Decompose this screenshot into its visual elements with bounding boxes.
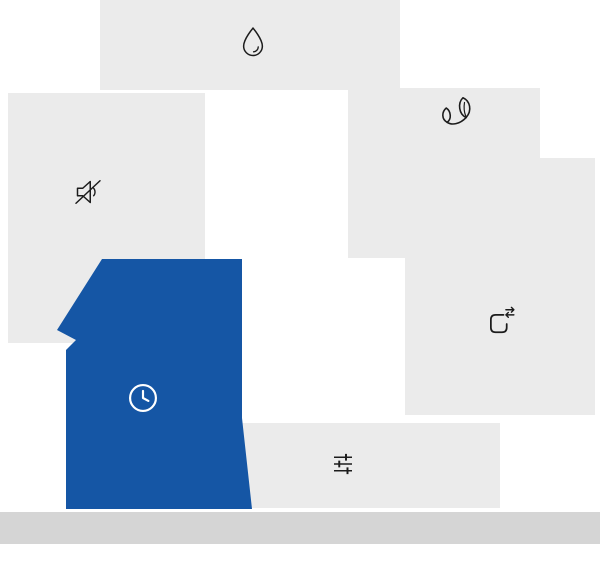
clock-icon <box>123 378 163 418</box>
tile-hose[interactable] <box>405 158 595 415</box>
eco-leaves-icon <box>436 93 474 131</box>
tile-options[interactable] <box>210 423 500 508</box>
option-sliders-icon <box>325 446 361 482</box>
water-drop-icon <box>235 24 271 60</box>
shard-shape <box>57 259 252 509</box>
bottom-bar <box>0 512 600 544</box>
tile-water[interactable] <box>100 0 400 90</box>
volume-mute-icon <box>70 174 106 210</box>
highlight-shard-time[interactable] <box>48 255 258 515</box>
hose-swap-icon <box>479 303 517 341</box>
